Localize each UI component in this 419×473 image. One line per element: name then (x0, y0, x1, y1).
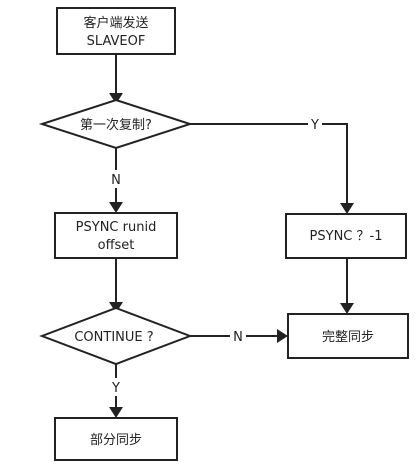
arrowhead-1 (109, 93, 123, 104)
node-continue-decision: CONTINUE ? (39, 306, 193, 366)
node-label: 部分同步 (90, 433, 142, 448)
node-label: 完整同步 (322, 330, 374, 345)
node-full-sync: 完整同步 (287, 313, 409, 359)
edge-label-continue-no: N (233, 330, 243, 345)
process-box (54, 212, 178, 259)
node-send-slaveof: 客户端发送 SLAVEOF (56, 7, 176, 55)
decision-diamond (39, 306, 193, 366)
edge-labels: N Y N Y (108, 115, 322, 396)
node-label-line-2: offset (98, 238, 135, 253)
arrowhead-5 (340, 303, 354, 314)
arrowhead-3 (340, 203, 354, 214)
node-label-line-1: 客户端发送 (83, 15, 148, 31)
edge-label-first-copy-no: N (111, 173, 121, 188)
process-box (287, 313, 409, 359)
edge-label-continue-yes: Y (111, 381, 120, 396)
node-label-line-1: PSYNC runid (76, 220, 157, 235)
node-psync-runid: PSYNC runid offset (54, 212, 178, 259)
decision-diamond (38, 98, 194, 150)
node-partial-sync: 部分同步 (54, 417, 178, 461)
node-label: CONTINUE ? (74, 330, 153, 345)
process-box (56, 7, 176, 55)
node-label-line-2: SLAVEOF (87, 34, 146, 49)
node-psync-minus1: PSYNC ？-1 (285, 213, 407, 259)
arrowhead-2 (109, 202, 123, 213)
arrowhead-6 (277, 329, 288, 343)
process-box (285, 213, 407, 259)
arrowhead-7 (109, 407, 123, 418)
edge-label-first-copy-yes: Y (310, 118, 319, 133)
process-box (54, 417, 178, 461)
edge-first-copy-yes (190, 123, 348, 206)
node-first-copy-decision: 第一次复制? (38, 98, 194, 150)
node-label: PSYNC ？-1 (310, 229, 383, 244)
node-label: 第一次复制? (80, 117, 152, 133)
